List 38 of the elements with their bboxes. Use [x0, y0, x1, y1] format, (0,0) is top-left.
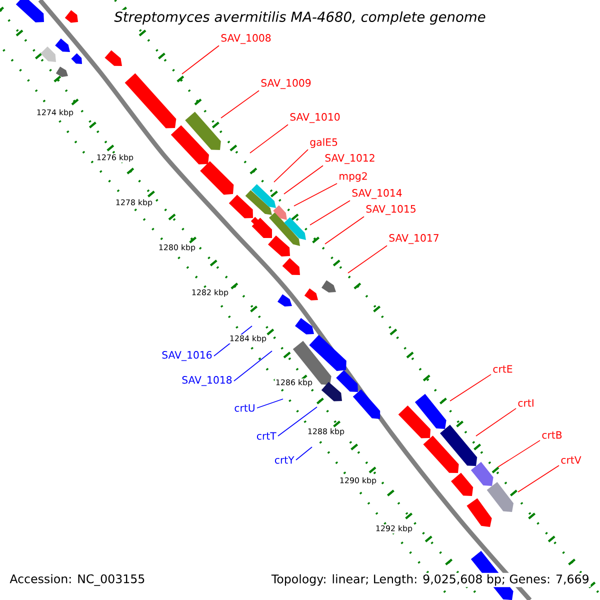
gene-label: crtE	[493, 365, 512, 373]
gene-label: crtI	[518, 399, 534, 407]
gene-label: SAV_1017	[389, 234, 438, 244]
leader-line	[450, 374, 492, 402]
gene-label: SAV_1015	[366, 205, 416, 215]
leader-line	[476, 408, 516, 436]
gene-label: SAV_1008	[221, 34, 271, 44]
leader-line	[348, 245, 388, 274]
leader-line	[296, 446, 312, 460]
leader-line	[220, 90, 260, 118]
leader-line	[294, 183, 338, 206]
leader-line	[278, 406, 318, 436]
gene-label: mpg2	[340, 172, 367, 182]
gene-label: crtV	[561, 456, 582, 464]
leader-line	[256, 398, 284, 408]
accession-text: Accession: NC_003155	[10, 574, 144, 586]
gene-label: crtT	[256, 432, 276, 440]
leader-line	[234, 350, 272, 382]
gene-label: SAV_1018	[182, 376, 232, 386]
gene-label: galE5	[310, 138, 338, 148]
gene-label: SAV_1016	[162, 351, 212, 361]
gene-label: SAV_1014	[352, 189, 402, 199]
leader-line	[274, 149, 308, 182]
gene-label: SAV_1012	[325, 154, 374, 164]
leader-line	[250, 124, 288, 154]
leader-line	[310, 200, 350, 226]
leader-line	[324, 216, 364, 244]
gene-label: crtU	[234, 404, 254, 412]
leader-line	[498, 440, 540, 468]
genome-summary-text: Topology: linear; Length: 9,025,608 bp; Genes: 7,669	[270, 572, 591, 588]
gene-label: SAV_1010	[290, 113, 340, 123]
gene-label: crtY	[274, 456, 294, 464]
title: Streptomyces avermitilis MA-4680, complete genome	[112, 10, 488, 26]
gene-label: crtB	[542, 431, 562, 439]
leader-line	[284, 165, 324, 194]
gene-label: SAV_1009	[261, 79, 311, 89]
leader-line	[518, 465, 560, 492]
leader-line	[182, 45, 220, 74]
